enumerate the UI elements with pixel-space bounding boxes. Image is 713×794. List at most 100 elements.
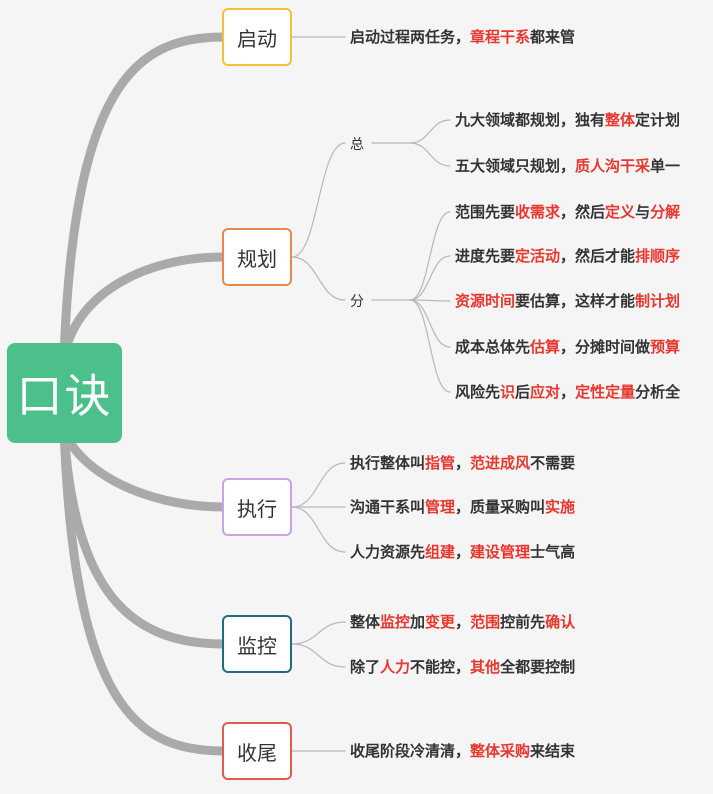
leaf-zhixing-1-seg-2: ，质量采购叫 <box>455 498 546 516</box>
subtopic-guihua-1[interactable]: 分 <box>350 294 364 310</box>
leaf-guihua-1-4-seg-3: 应对 <box>530 383 561 401</box>
leaf-qidong-0[interactable]: 启动过程两任务，章程干系都来管 <box>350 27 575 47</box>
leaf-zhixing-1-seg-0: 沟通干系叫 <box>350 498 426 516</box>
leaf-guihua-1-1-seg-1: 定活动 <box>515 247 561 265</box>
leaf-zhixing-0-seg-4: 不需要 <box>530 454 576 472</box>
leaf-guihua-1-3[interactable]: 成本总体先估算，分摊时间做预算 <box>455 337 680 357</box>
leaf-guihua-0-1-seg-2: 单一 <box>650 157 681 175</box>
leaf-zhixing-0-seg-1: 指管 <box>425 454 456 472</box>
leaf-guihua-1-1-seg-2: ，然后才能 <box>560 247 636 265</box>
leaf-jiankong-0-seg-1: 监控 <box>380 613 411 631</box>
leaf-guihua-1-4-seg-2: 后 <box>515 383 531 401</box>
leaf-guihua-1-0-seg-4: 与 <box>635 203 651 221</box>
leaf-guihua-0-1-seg-0: 五大领域只规划， <box>455 157 576 175</box>
connector-guihua-sub-0-leaf-1 <box>409 142 451 167</box>
leaf-guihua-1-2[interactable]: 资源时间要估算，这样才能制计划 <box>455 291 680 311</box>
leaf-jiankong-1-seg-2: 不能控， <box>410 658 471 676</box>
leaf-guihua-0-0-seg-0: 九大领域都规划，独有 <box>455 111 606 129</box>
connector-guihua-sub-1-leaf-2 <box>409 299 451 302</box>
connector-guihua-sub-1-leaf-4 <box>409 299 451 393</box>
leaf-jiankong-1-seg-4: 全都要控制 <box>500 658 576 676</box>
leaf-zhixing-1-seg-3: 实施 <box>545 498 576 516</box>
leaf-jiankong-0[interactable]: 整体监控加变更，范围控前先确认 <box>350 612 575 632</box>
leaf-guihua-1-1-seg-3: 排顺序 <box>635 247 681 265</box>
leaf-zhixing-0-seg-2: ， <box>455 454 471 472</box>
leaf-jiankong-0-seg-5: 范围 <box>470 613 501 631</box>
leaf-guihua-1-0-seg-3: 定义 <box>605 203 636 221</box>
leaf-zhixing-0-seg-0: 执行整体叫 <box>350 454 426 472</box>
leaf-guihua-0-0[interactable]: 九大领域都规划，独有整体定计划 <box>455 110 680 130</box>
connector-guihua-sub-0-leaf-0 <box>409 119 451 144</box>
root-node-koujue[interactable]: 口诀 <box>7 343 122 443</box>
connector-jiankong-leaf-0 <box>291 621 346 645</box>
branch-guihua <box>59 252 229 363</box>
connector-guihua-sub-1 <box>291 256 346 301</box>
connector-guihua-sub-1-leaf-1 <box>409 255 451 301</box>
leaf-jiankong-0-seg-7: 确认 <box>545 613 576 631</box>
leaf-zhixing-1-seg-1: 管理 <box>425 498 456 516</box>
leaf-jiankong-1-seg-1: 人力 <box>380 658 411 676</box>
leaf-guihua-1-1-seg-0: 进度先要 <box>455 247 516 265</box>
leaf-zhixing-0[interactable]: 执行整体叫指管，范进成风不需要 <box>350 453 575 473</box>
leaf-guihua-1-4-seg-0: 风险先 <box>455 383 501 401</box>
leaf-guihua-1-0-seg-2: ，然后 <box>560 203 606 221</box>
leaf-zhixing-0-seg-3: 范进成风 <box>470 454 531 472</box>
leaf-guihua-1-3-seg-3: 预算 <box>650 338 681 356</box>
leaf-jiankong-1-seg-3: 其他 <box>470 658 501 676</box>
leaf-guihua-1-2-seg-1: 要估算，这样才能 <box>515 292 636 310</box>
leaf-guihua-1-3-seg-0: 成本总体先 <box>455 338 531 356</box>
connector-guihua-sub-1-leaf-3 <box>409 299 451 348</box>
connector-zhixing-leaf-2 <box>291 506 346 553</box>
leaf-jiankong-0-seg-0: 整体 <box>350 613 381 631</box>
leaf-guihua-1-4-seg-1: 识 <box>500 383 516 401</box>
leaf-zhixing-2-seg-0: 人力资源先 <box>350 543 426 561</box>
connector-zhixing-leaf-0 <box>291 462 346 508</box>
branch-shouwei <box>59 423 229 756</box>
leaf-jiankong-0-seg-3: 变更 <box>425 613 456 631</box>
leaf-jiankong-0-seg-2: 加 <box>410 613 426 631</box>
leaf-shouwei-0[interactable]: 收尾阶段冷清清，整体采购来结束 <box>350 741 575 761</box>
leaf-guihua-1-3-seg-1: 估算 <box>530 338 561 356</box>
connector-guihua-sub-1-leaf-0 <box>409 211 451 301</box>
branch-qidong <box>59 32 229 363</box>
leaf-guihua-1-0-seg-0: 范围先要 <box>455 203 516 221</box>
leaf-zhixing-1[interactable]: 沟通干系叫管理，质量采购叫实施 <box>350 497 575 517</box>
topic-node-guihua[interactable]: 规划 <box>222 228 292 286</box>
leaf-zhixing-2-seg-4: 士气高 <box>530 543 576 561</box>
leaf-guihua-0-0-seg-2: 定计划 <box>635 111 681 129</box>
leaf-jiankong-1[interactable]: 除了人力不能控，其他全都要控制 <box>350 657 575 677</box>
leaf-guihua-1-2-seg-0: 资源时间 <box>455 292 516 310</box>
topic-node-qidong[interactable]: 启动 <box>222 8 292 66</box>
leaf-guihua-1-4-seg-5: 定性定量 <box>575 383 636 401</box>
leaf-guihua-1-4[interactable]: 风险先识后应对，定性定量分析全 <box>455 382 680 402</box>
leaf-qidong-0-seg-1: 章程干系 <box>470 28 531 46</box>
leaf-guihua-1-0[interactable]: 范围先要收需求，然后定义与分解 <box>455 202 680 222</box>
leaf-guihua-1-0-seg-1: 收需求 <box>515 203 561 221</box>
topic-node-jiankong[interactable]: 监控 <box>222 615 292 673</box>
connector-guihua-sub-0 <box>291 142 346 258</box>
leaf-guihua-1-3-seg-2: ，分摊时间做 <box>560 338 651 356</box>
leaf-guihua-1-1[interactable]: 进度先要定活动，然后才能排顺序 <box>455 246 680 266</box>
leaf-jiankong-0-seg-6: 控前先 <box>500 613 546 631</box>
leaf-shouwei-0-seg-2: 来结束 <box>530 742 576 760</box>
leaf-guihua-1-2-seg-2: 制计划 <box>635 292 681 310</box>
leaf-guihua-0-1[interactable]: 五大领域只规划，质人沟干采单一 <box>455 156 680 176</box>
leaf-jiankong-1-seg-0: 除了 <box>350 658 381 676</box>
leaf-shouwei-0-seg-0: 收尾阶段冷清清， <box>350 742 471 760</box>
leaf-jiankong-0-seg-4: ， <box>455 613 471 631</box>
leaf-qidong-0-seg-2: 都来管 <box>530 28 576 46</box>
connector-jiankong-leaf-1 <box>291 643 346 668</box>
leaf-zhixing-2-seg-2: ， <box>455 543 471 561</box>
leaf-qidong-0-seg-0: 启动过程两任务， <box>350 28 471 46</box>
leaf-guihua-0-1-seg-1: 质人沟干采 <box>575 157 651 175</box>
leaf-zhixing-2-seg-3: 建设管理 <box>470 543 531 561</box>
leaf-zhixing-2-seg-1: 组建 <box>425 543 456 561</box>
topic-node-zhixing[interactable]: 执行 <box>222 478 292 536</box>
leaf-guihua-1-4-seg-4: ， <box>560 383 576 401</box>
topic-node-shouwei[interactable]: 收尾 <box>222 722 292 780</box>
leaf-guihua-1-4-seg-6: 分析全 <box>635 383 681 401</box>
subtopic-guihua-0[interactable]: 总 <box>350 137 364 153</box>
leaf-guihua-0-0-seg-1: 整体 <box>605 111 636 129</box>
leaf-zhixing-2[interactable]: 人力资源先组建，建设管理士气高 <box>350 542 575 562</box>
leaf-guihua-1-0-seg-5: 分解 <box>650 203 681 221</box>
